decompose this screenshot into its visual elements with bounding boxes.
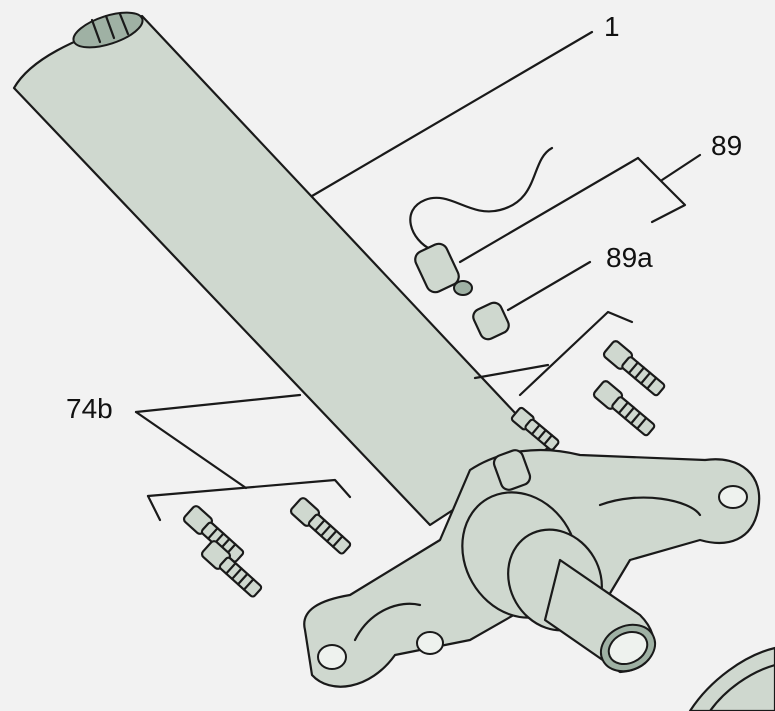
label-part-89a: 89a	[606, 242, 653, 273]
sensor-sleeve	[472, 301, 510, 341]
bolts-left	[182, 497, 352, 598]
label-part-74b: 74b	[66, 393, 113, 424]
speed-sensor	[409, 146, 554, 296]
hub-mounting-plate	[303, 448, 761, 688]
axle-tube	[12, 11, 550, 527]
bolts-right	[510, 340, 666, 451]
label-part-89: 89	[711, 130, 742, 161]
leader-lines	[134, 30, 702, 522]
label-part-1: 1	[604, 11, 620, 42]
wheel-edge	[688, 646, 775, 711]
